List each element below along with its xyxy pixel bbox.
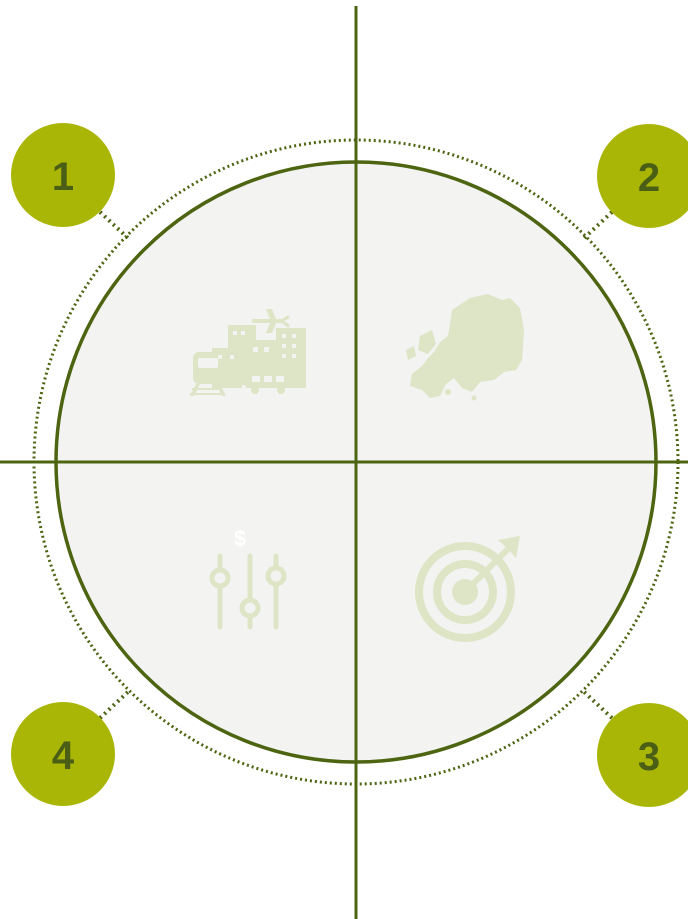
badge-2: 2 (597, 124, 688, 228)
badge-3: 3 (597, 703, 688, 807)
badge-3-label: 3 (638, 735, 660, 779)
connector-3 (580, 688, 614, 720)
europe-map-icon (406, 294, 524, 401)
badge-1-label: 1 (52, 155, 74, 199)
dollar-sign: $ (234, 526, 246, 551)
connector-4 (98, 688, 132, 720)
target-arrow-icon (415, 536, 520, 642)
connector-2 (580, 210, 614, 242)
badge-1: 1 (11, 123, 115, 227)
badge-4-label: 4 (52, 734, 75, 778)
badge-4: 4 (11, 702, 115, 806)
dollar-sliders-icon (209, 553, 287, 630)
badge-2-label: 2 (638, 156, 660, 200)
city-buildings-icon (190, 309, 306, 396)
connector-1 (98, 210, 132, 242)
badge-connectors (98, 210, 614, 720)
